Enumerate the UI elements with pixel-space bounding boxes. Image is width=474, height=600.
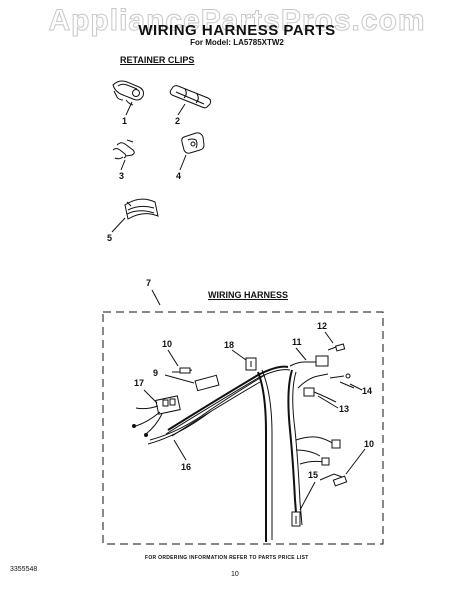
document-number: 3355548 [10, 566, 38, 573]
callout-11: 11 [292, 337, 302, 347]
callout-10-top: 10 [162, 339, 173, 349]
retainer-clip-2 [169, 85, 212, 116]
callout-2: 2 [175, 116, 181, 126]
harness-dashed-frame [102, 311, 384, 545]
ordering-note: FOR ORDERING INFORMATION REFER TO PARTS … [145, 555, 309, 561]
retainer-clip-1 [112, 80, 144, 116]
callout-9: 9 [153, 368, 159, 378]
retainer-clip-5 [111, 198, 159, 233]
callout-4: 4 [176, 171, 182, 181]
section-title-wiring-harness: WIRING HARNESS [208, 290, 289, 300]
retainer-clip-3 [112, 139, 135, 171]
callout-15: 15 [308, 470, 319, 480]
callout-7: 7 [146, 278, 152, 288]
model-subtitle: For Model: LA5785XTW2 [190, 38, 284, 47]
callout-18: 18 [224, 340, 235, 350]
page-number: 10 [231, 571, 239, 578]
callout-1: 1 [122, 116, 128, 126]
callout-17: 17 [134, 378, 145, 388]
callout-5: 5 [107, 233, 113, 243]
callout-3: 3 [119, 171, 125, 181]
callout-14: 14 [362, 386, 373, 396]
wiring-harness-assembly [132, 331, 366, 542]
callout-13: 13 [339, 404, 350, 414]
callout-10-bottom: 10 [364, 439, 375, 449]
page-title: WIRING HARNESS PARTS [138, 22, 336, 39]
retainer-clip-4 [179, 132, 205, 171]
watermark-logo: AppliancePartsPros.com [48, 4, 426, 38]
callout-16: 16 [181, 462, 192, 472]
section-title-retainer-clips: RETAINER CLIPS [120, 55, 195, 65]
callout-12: 12 [317, 321, 328, 331]
